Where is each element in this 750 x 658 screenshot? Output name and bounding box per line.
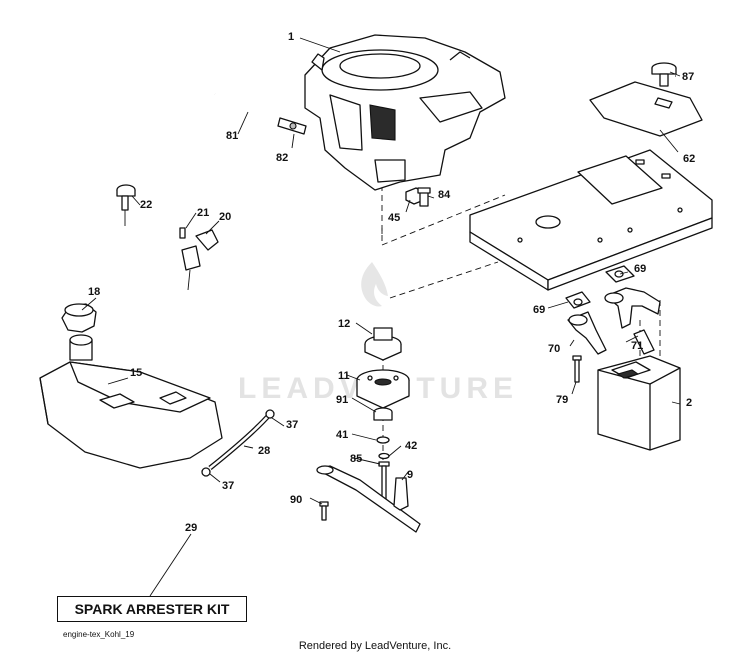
callout-91: 91 bbox=[336, 394, 348, 406]
callout-82: 82 bbox=[276, 152, 288, 164]
callout-2: 2 bbox=[686, 397, 692, 409]
bolt-79 bbox=[572, 355, 582, 383]
callout-69-lower: 69 bbox=[533, 304, 545, 316]
bolt-90 bbox=[319, 501, 329, 521]
callout-41: 41 bbox=[336, 429, 348, 441]
bracket-9 bbox=[316, 465, 421, 533]
callout-70: 70 bbox=[548, 343, 560, 355]
fuel-hose-28 bbox=[201, 409, 275, 477]
callout-18: 18 bbox=[88, 286, 100, 298]
choke-knob-22 bbox=[116, 184, 136, 226]
clutch-11 bbox=[356, 369, 410, 409]
callout-29: 29 bbox=[185, 522, 197, 534]
callout-21: 21 bbox=[197, 207, 209, 219]
callout-90: 90 bbox=[290, 494, 302, 506]
spark-arrester-kit-label: SPARK ARRESTER KIT bbox=[57, 596, 247, 622]
chassis-frame bbox=[469, 149, 713, 291]
throttle-20-21 bbox=[179, 227, 219, 291]
callout-22: 22 bbox=[140, 199, 152, 211]
engine bbox=[304, 34, 506, 191]
footer-credit: Rendered by LeadVenture, Inc. bbox=[298, 640, 452, 652]
callout-9: 9 bbox=[407, 469, 413, 481]
washer-42 bbox=[378, 452, 390, 460]
callouts: 1 81 82 87 62 22 21 20 45 84 18 69 69 12… bbox=[88, 31, 695, 534]
spacer-91 bbox=[373, 407, 393, 421]
fuel-line bbox=[214, 92, 287, 124]
callout-69-upper: 69 bbox=[634, 263, 646, 275]
callout-87: 87 bbox=[682, 71, 694, 83]
knob-87 bbox=[651, 62, 677, 87]
callout-79: 79 bbox=[556, 394, 568, 406]
callout-12: 12 bbox=[338, 318, 350, 330]
bolt-84 bbox=[417, 187, 431, 207]
callout-85: 85 bbox=[350, 453, 362, 465]
callout-15: 15 bbox=[130, 367, 142, 379]
callout-45: 45 bbox=[388, 212, 400, 224]
drawing-code: engine-tex_Kohl_19 bbox=[63, 630, 135, 639]
fuel-filter bbox=[277, 117, 307, 135]
callout-42: 42 bbox=[405, 440, 417, 452]
callout-28: 28 bbox=[258, 445, 270, 457]
callout-37-lower: 37 bbox=[222, 480, 234, 492]
callout-71: 71 bbox=[631, 340, 643, 352]
pulley-12 bbox=[364, 327, 402, 361]
callout-1: 1 bbox=[288, 31, 294, 43]
callout-84: 84 bbox=[438, 189, 451, 201]
callout-20: 20 bbox=[219, 211, 231, 223]
callout-62: 62 bbox=[683, 153, 695, 165]
heat-shield bbox=[589, 81, 703, 137]
fuel-cap bbox=[61, 303, 97, 333]
callout-37-upper: 37 bbox=[286, 419, 298, 431]
leader-lines bbox=[81, 37, 681, 597]
muffler bbox=[597, 355, 681, 451]
washer-41 bbox=[376, 436, 390, 444]
exhaust-pipes bbox=[567, 287, 661, 355]
callout-81: 81 bbox=[226, 130, 238, 142]
callout-11: 11 bbox=[338, 370, 350, 382]
fuel-tank bbox=[39, 334, 223, 469]
